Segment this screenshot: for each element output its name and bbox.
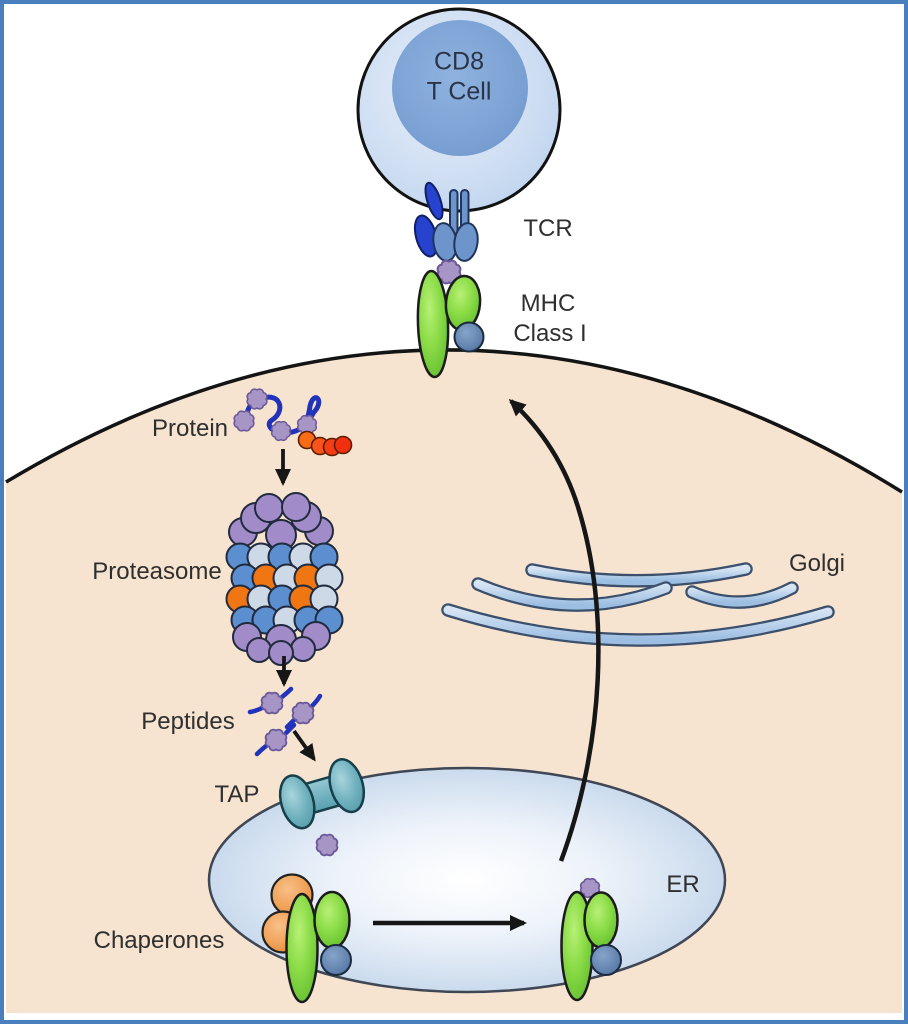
golgi-ribbon	[471, 577, 673, 612]
label-tap: TAP	[214, 781, 260, 808]
label-proteasome: Proteasome	[92, 558, 222, 585]
cd8-t-cell	[356, 7, 562, 213]
mhc-peptide-complex-er	[560, 877, 622, 1002]
label-golgi: Golgi	[788, 550, 846, 577]
arrow-er-to-surface	[508, 398, 601, 862]
peptide-in-er	[315, 833, 339, 857]
free-peptides	[247, 686, 323, 757]
label-chaperones: Chaperones	[93, 927, 225, 954]
ubiquitin-blob	[233, 410, 255, 432]
peptide-blob	[291, 701, 315, 725]
mhc-class-i-surface	[416, 259, 485, 379]
label-tcr: TCR	[523, 215, 573, 242]
golgi-apparatus	[441, 562, 835, 647]
label-mhc-class-i: Class I	[513, 320, 587, 347]
label-t-cell: T Cell	[426, 77, 492, 106]
label-peptides: Peptides	[141, 708, 235, 735]
label-mhc: MHC	[520, 290, 576, 317]
label-protein: Protein	[151, 415, 229, 442]
degradation-tag-chain	[297, 430, 353, 457]
golgi-ribbon	[685, 581, 799, 609]
golgi-ribbon	[441, 603, 835, 647]
peptide-blob	[264, 728, 288, 752]
t-cell-nucleus	[392, 20, 528, 156]
pathway-illustration	[5, 7, 903, 1014]
tap-transporter	[278, 758, 366, 830]
cd8-coreceptor	[413, 181, 444, 258]
diagram-canvas: CD8 T Cell TCR MHC Class I Protein Prote…	[4, 4, 904, 1020]
proteasome-barrel	[225, 492, 344, 666]
ubiquitin-blob	[246, 388, 268, 410]
b2-microglobulin	[453, 321, 485, 353]
plasma-membrane	[5, 348, 903, 494]
golgi-ribbon	[525, 562, 753, 588]
ubiquitin-blob	[270, 420, 292, 442]
label-cd8: CD8	[433, 47, 485, 76]
label-er: ER	[666, 871, 700, 898]
tcr-receptor	[432, 189, 479, 262]
b2-microglobulin	[590, 944, 622, 976]
peptide-blob	[260, 691, 284, 715]
chaperone-mhc-complex	[261, 873, 352, 1004]
b2-microglobulin	[320, 944, 352, 976]
ubiquitinated-protein	[233, 388, 353, 457]
arrow-peptides-to-tap	[292, 729, 316, 762]
